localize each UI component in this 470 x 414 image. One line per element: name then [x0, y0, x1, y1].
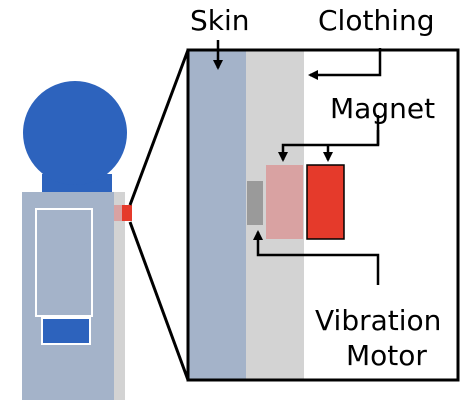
magnet-label: Magnet	[330, 92, 435, 125]
magnet-inner	[266, 165, 303, 239]
torso-inner-panel	[35, 208, 93, 317]
clothing-arrow	[308, 48, 382, 80]
vibration-motor-arrow	[253, 230, 380, 285]
magnet-outer	[307, 165, 344, 239]
torso-device	[114, 205, 132, 221]
zoom-line-bottom	[128, 221, 190, 381]
torso-bottom-block	[42, 318, 90, 344]
skin-layer	[188, 50, 246, 380]
vibration-motor	[247, 181, 263, 225]
detail-box-outline	[186, 48, 460, 382]
torso-clothing-edge	[114, 192, 125, 400]
zoom-line-top	[128, 49, 190, 206]
torso-device-inner	[114, 205, 123, 221]
torso-device-outer	[122, 205, 132, 221]
head	[23, 81, 127, 185]
skin-label: Skin	[190, 4, 250, 37]
annotation-arrows	[213, 40, 382, 285]
clothing-label: Clothing	[318, 4, 434, 37]
torso	[22, 192, 125, 400]
vibration-label-line2: Motor	[346, 339, 427, 372]
vibration-label-line1: Vibration	[315, 304, 441, 337]
detail-box	[186, 48, 460, 382]
magnet-outer-outline	[306, 164, 345, 240]
person-figure	[22, 81, 127, 400]
torso-bottom-outline	[41, 317, 91, 345]
